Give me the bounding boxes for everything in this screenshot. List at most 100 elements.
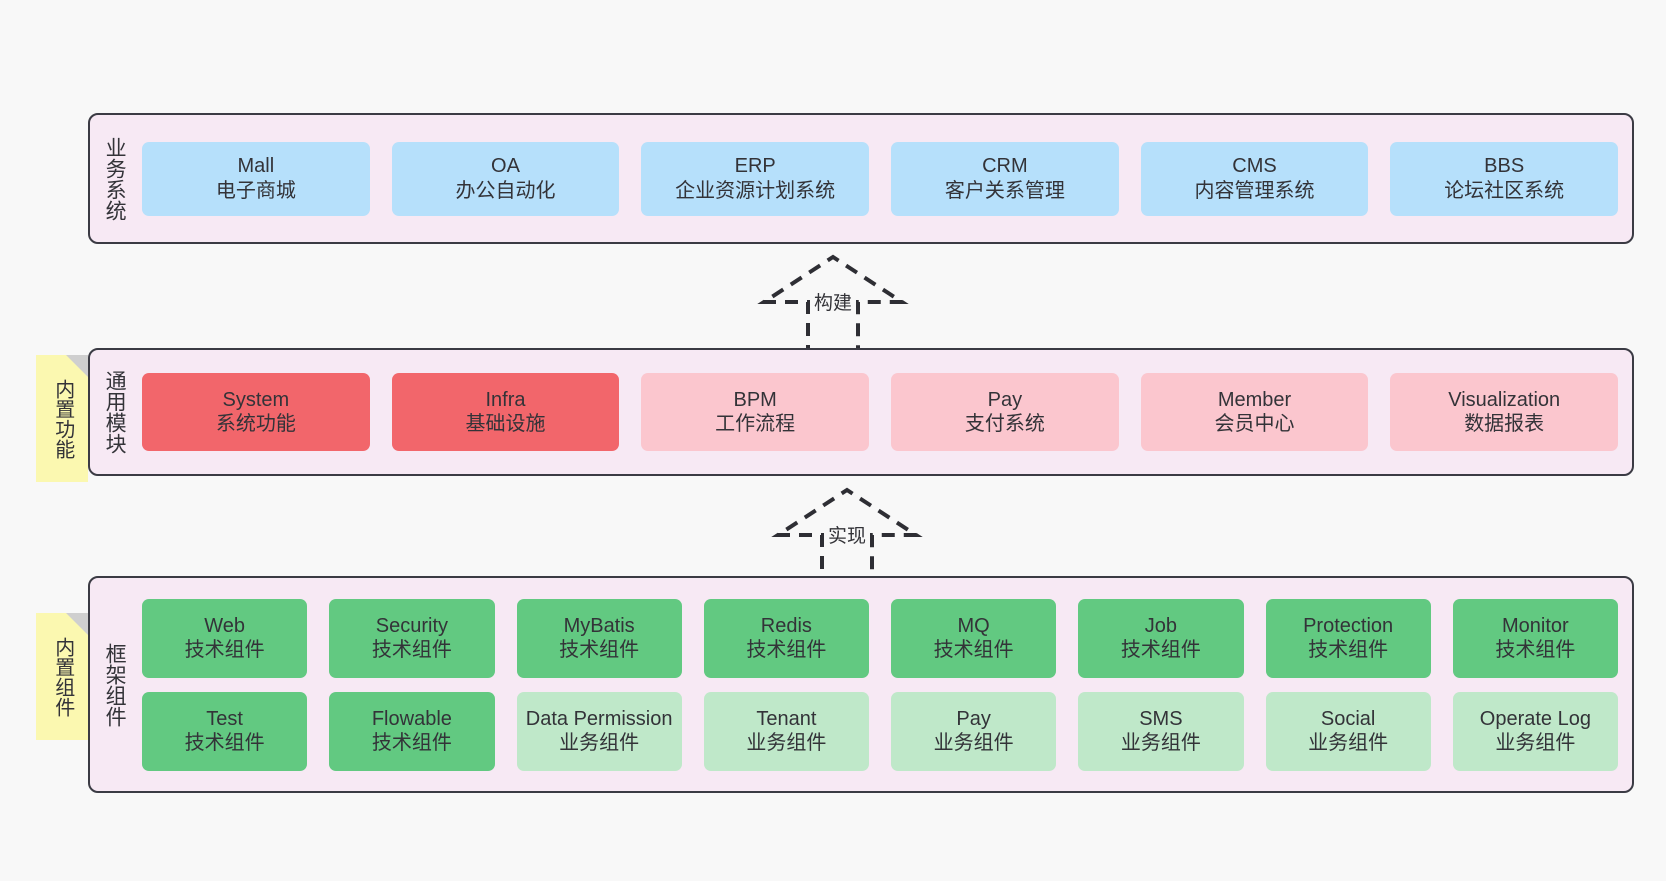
node-cms-en: CMS bbox=[1232, 155, 1277, 178]
node-system-en: System bbox=[222, 388, 290, 411]
node-test-cn: 技术组件 bbox=[184, 732, 265, 754]
node-flowable-en: Flowable bbox=[371, 707, 452, 730]
node-visualization-cn: 数据报表 bbox=[1464, 413, 1545, 435]
node-flowable[interactable]: Flowable 技术组件 bbox=[329, 691, 495, 771]
node-social-cn: 业务组件 bbox=[1308, 732, 1389, 754]
node-infra-cn: 基础设施 bbox=[465, 413, 546, 435]
node-member[interactable]: Member 会员中心 bbox=[1140, 373, 1369, 451]
node-mall-en: Mall bbox=[237, 155, 275, 178]
node-tenant[interactable]: Tenant 业务组件 bbox=[703, 691, 869, 771]
node-infra[interactable]: Infra 基础设施 bbox=[391, 373, 620, 451]
node-mybatis-cn: 技术组件 bbox=[559, 639, 640, 661]
node-tenant-en: Tenant bbox=[756, 707, 817, 730]
node-erp-en: ERP bbox=[734, 155, 776, 178]
node-security[interactable]: Security 技术组件 bbox=[329, 598, 495, 678]
node-system[interactable]: System 系统功能 bbox=[142, 373, 370, 451]
sticky-fold-corner-icon bbox=[66, 355, 88, 377]
layer-business-systems: 业务系统 Mall 电子商城 OA 办公自动化 ERP 企业资源计划系统 CRM… bbox=[88, 113, 1634, 244]
sticky-note-builtin-features: 内置功能 bbox=[36, 355, 88, 482]
node-tenant-cn: 业务组件 bbox=[746, 732, 827, 754]
node-web[interactable]: Web 技术组件 bbox=[142, 598, 308, 678]
node-crm[interactable]: CRM 客户关系管理 bbox=[891, 141, 1119, 216]
framework-row-biz: Test 技术组件 Flowable 技术组件 Data Permission … bbox=[142, 691, 1618, 771]
node-member-cn: 会员中心 bbox=[1214, 413, 1295, 435]
node-oa-en: OA bbox=[491, 155, 520, 178]
node-visualization-en: Visualization bbox=[1448, 388, 1561, 411]
node-redis[interactable]: Redis 技术组件 bbox=[703, 598, 869, 678]
node-social[interactable]: Social 业务组件 bbox=[1265, 691, 1431, 771]
node-protection-en: Protection bbox=[1303, 614, 1394, 637]
layer-title-common: 通用模块 bbox=[103, 370, 127, 454]
node-bbs-en: BBS bbox=[1484, 155, 1525, 178]
node-erp[interactable]: ERP 企业资源计划系统 bbox=[641, 141, 870, 216]
node-visualization[interactable]: Visualization 数据报表 bbox=[1390, 373, 1619, 451]
build-arrow-icon bbox=[757, 254, 909, 358]
implement-arrow-icon bbox=[771, 487, 923, 591]
node-sms-cn: 业务组件 bbox=[1120, 732, 1201, 754]
layer-body-framework: Web 技术组件 Security 技术组件 MyBatis 技术组件 Redi… bbox=[138, 578, 1632, 791]
node-monitor-cn: 技术组件 bbox=[1495, 639, 1576, 661]
node-web-cn: 技术组件 bbox=[184, 639, 265, 661]
node-mq-cn: 技术组件 bbox=[933, 639, 1014, 661]
connector-implement-label: 实现 bbox=[827, 526, 866, 547]
node-bpm-en: BPM bbox=[733, 388, 777, 411]
layer-title-framework: 框架组件 bbox=[103, 642, 127, 727]
node-member-en: Member bbox=[1217, 388, 1292, 411]
node-monitor[interactable]: Monitor 技术组件 bbox=[1452, 598, 1618, 678]
node-mall[interactable]: Mall 电子商城 bbox=[142, 141, 370, 216]
node-erp-cn: 企业资源计划系统 bbox=[675, 179, 836, 202]
node-pay-component[interactable]: Pay 业务组件 bbox=[891, 691, 1057, 771]
node-data-permission-cn: 业务组件 bbox=[559, 732, 640, 754]
layer-framework-components: 框架组件 Web 技术组件 Security 技术组件 MyBatis 技术组件… bbox=[88, 576, 1634, 793]
node-pay-module-en: Pay bbox=[987, 388, 1023, 411]
node-sms-en: SMS bbox=[1139, 707, 1183, 730]
connector-implement: 实现 bbox=[752, 483, 942, 593]
sticky-note-builtin-components-label: 内置组件 bbox=[51, 636, 74, 717]
node-redis-cn: 技术组件 bbox=[746, 639, 827, 661]
node-monitor-en: Monitor bbox=[1502, 614, 1569, 637]
layer-common-modules: 通用模块 System 系统功能 Infra 基础设施 BPM 工作流程 Pay… bbox=[88, 348, 1634, 476]
node-oa-cn: 办公自动化 bbox=[455, 179, 556, 202]
node-job-en: Job bbox=[1144, 614, 1177, 637]
node-infra-en: Infra bbox=[485, 388, 526, 411]
node-security-cn: 技术组件 bbox=[371, 639, 452, 661]
node-job-cn: 技术组件 bbox=[1120, 639, 1201, 661]
node-sms[interactable]: SMS 业务组件 bbox=[1078, 691, 1244, 771]
node-web-en: Web bbox=[204, 614, 245, 637]
layer-title-business: 业务系统 bbox=[103, 136, 127, 221]
node-pay-module[interactable]: Pay 支付系统 bbox=[891, 373, 1119, 451]
node-flowable-cn: 技术组件 bbox=[371, 732, 452, 754]
sticky-fold-corner-icon bbox=[66, 613, 88, 635]
node-mq-en: MQ bbox=[957, 614, 990, 637]
node-mall-cn: 电子商城 bbox=[215, 179, 296, 202]
node-job[interactable]: Job 技术组件 bbox=[1078, 598, 1244, 678]
node-bbs-cn: 论坛社区系统 bbox=[1444, 179, 1565, 202]
node-security-en: Security bbox=[375, 614, 448, 637]
node-protection[interactable]: Protection 技术组件 bbox=[1265, 598, 1431, 678]
node-crm-en: CRM bbox=[982, 155, 1028, 178]
connector-build-label: 构建 bbox=[813, 293, 852, 314]
business-row: Mall 电子商城 OA 办公自动化 ERP 企业资源计划系统 CRM 客户关系… bbox=[142, 141, 1619, 216]
node-mybatis[interactable]: MyBatis 技术组件 bbox=[516, 598, 682, 678]
node-cms[interactable]: CMS 内容管理系统 bbox=[1140, 141, 1369, 216]
node-crm-cn: 客户关系管理 bbox=[944, 179, 1065, 202]
node-operate-log[interactable]: Operate Log 业务组件 bbox=[1452, 691, 1618, 771]
connector-build: 构建 bbox=[738, 250, 928, 360]
node-bpm[interactable]: BPM 工作流程 bbox=[641, 373, 870, 451]
node-pay-component-cn: 业务组件 bbox=[933, 732, 1014, 754]
node-pay-component-en: Pay bbox=[956, 707, 991, 730]
node-data-permission[interactable]: Data Permission 业务组件 bbox=[516, 691, 682, 771]
framework-row-tech: Web 技术组件 Security 技术组件 MyBatis 技术组件 Redi… bbox=[142, 598, 1618, 678]
node-cms-cn: 内容管理系统 bbox=[1194, 179, 1315, 202]
node-bpm-cn: 工作流程 bbox=[715, 413, 796, 435]
node-protection-cn: 技术组件 bbox=[1308, 639, 1389, 661]
node-test[interactable]: Test 技术组件 bbox=[142, 691, 308, 771]
node-system-cn: 系统功能 bbox=[215, 413, 296, 435]
node-bbs[interactable]: BBS 论坛社区系统 bbox=[1390, 141, 1619, 216]
node-mq[interactable]: MQ 技术组件 bbox=[891, 598, 1057, 678]
layer-body-common: System 系统功能 Infra 基础设施 BPM 工作流程 Pay 支付系统… bbox=[138, 350, 1632, 474]
common-row: System 系统功能 Infra 基础设施 BPM 工作流程 Pay 支付系统… bbox=[142, 373, 1619, 451]
node-oa[interactable]: OA 办公自动化 bbox=[391, 141, 620, 216]
sticky-note-builtin-features-label: 内置功能 bbox=[51, 378, 74, 459]
